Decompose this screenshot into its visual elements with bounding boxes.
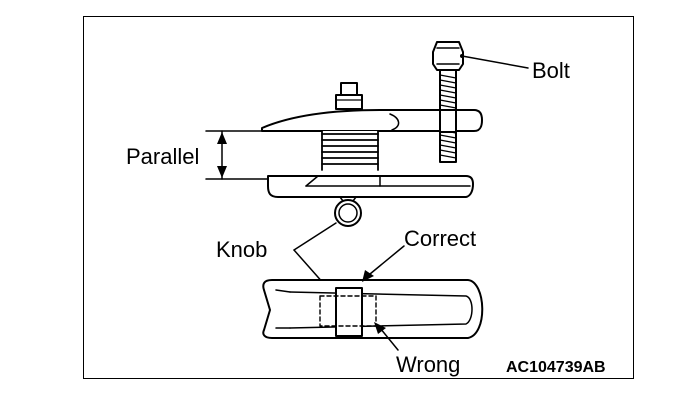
figure-code: AC104739AB: [506, 359, 606, 376]
knob-correct-position: [335, 287, 363, 337]
parallel-dimension: [205, 130, 269, 180]
label-wrong: Wrong: [396, 352, 460, 377]
label-bolt: Bolt: [532, 58, 570, 83]
top-screw: [335, 82, 363, 110]
spring: [321, 130, 379, 171]
figure-frame: [83, 16, 634, 379]
upper-arm: [261, 109, 483, 132]
label-knob: Knob: [216, 237, 267, 262]
bottom-view-arm: [262, 279, 484, 339]
label-parallel: Parallel: [126, 144, 199, 169]
knob-wrong-position: [319, 295, 377, 327]
knob: [334, 196, 362, 227]
bolt-head: [432, 41, 464, 71]
label-correct: Correct: [404, 226, 476, 251]
bolt-assembly: [432, 41, 464, 163]
